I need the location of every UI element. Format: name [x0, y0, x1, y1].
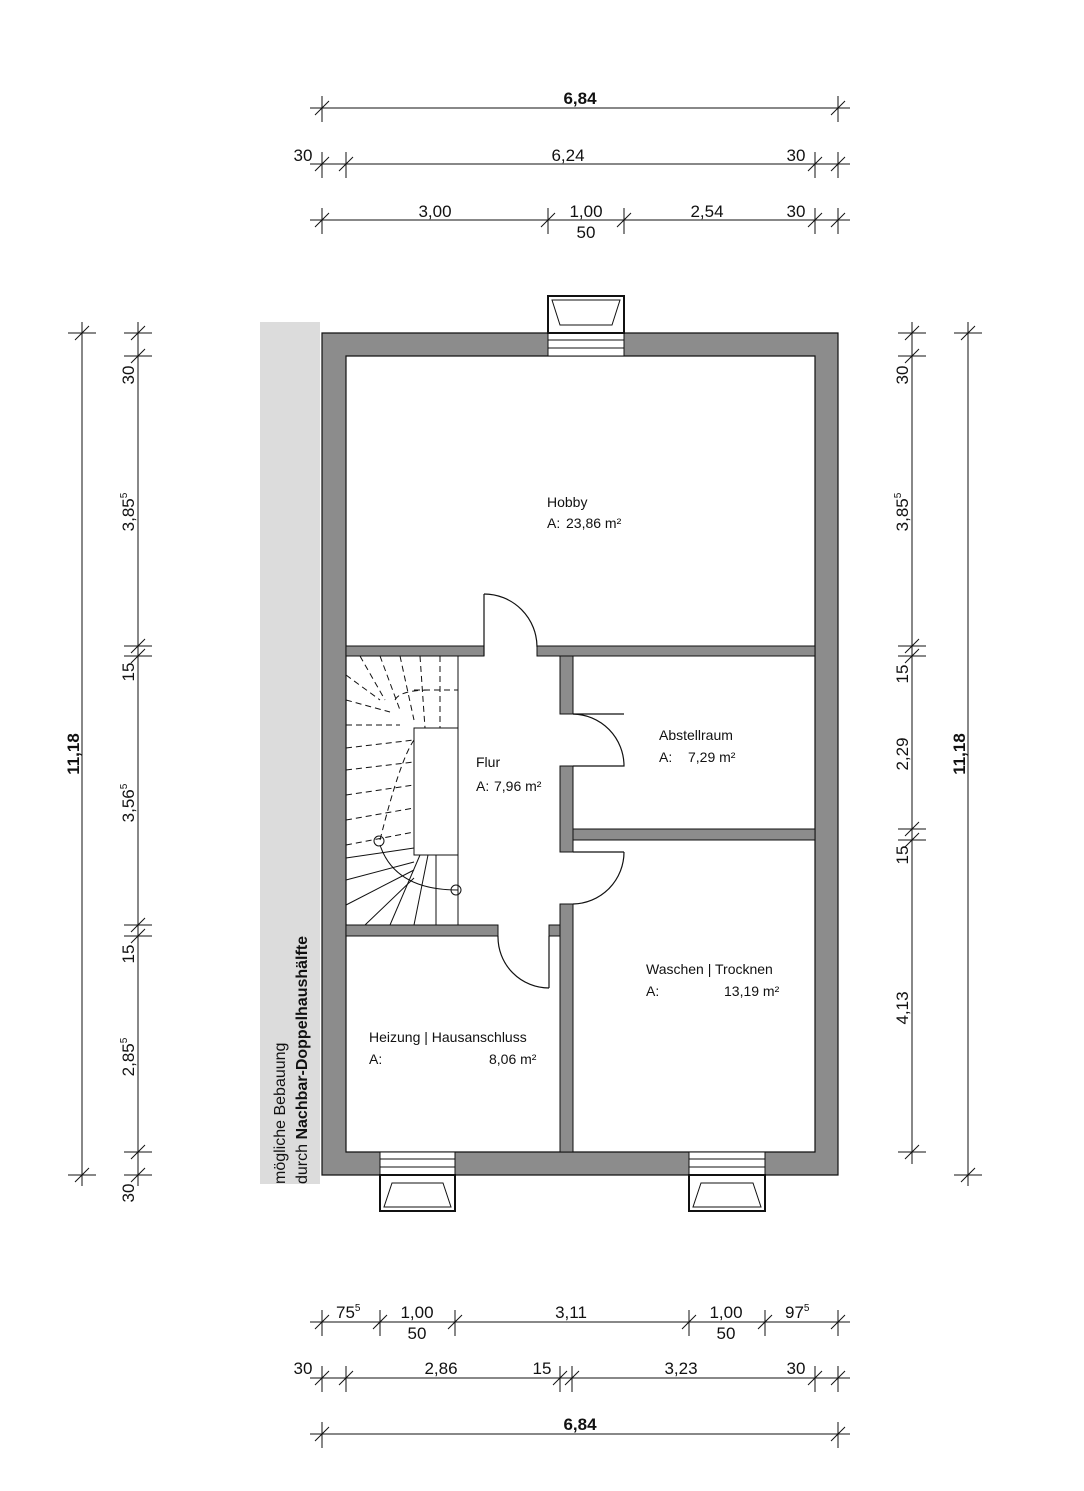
dim-left-c: 15	[119, 663, 138, 682]
dim-top-r3-e: 30	[787, 202, 806, 221]
neighbour-note-prefix: durch	[294, 1140, 311, 1184]
dim-right-total: 11,18	[950, 733, 969, 775]
room-hobby-name: Hobby	[547, 494, 587, 510]
room-abstellraum: Abstellraum A: 7,29 m²	[659, 727, 736, 765]
dim-bottom-r1-e: 1,00	[709, 1303, 742, 1322]
neighbour-note: mögliche Bebauung durch Nachbar-Doppelha…	[272, 936, 311, 1184]
door-waschen	[572, 851, 625, 905]
dims-right	[898, 322, 982, 1186]
dim-top-r3-b: 1,00	[569, 202, 602, 221]
dim-bottom-r1-d: 3,11	[555, 1303, 587, 1322]
neighbour-note-line1: mögliche Bebauung	[272, 1043, 289, 1184]
room-waschen-area: 13,19 m²	[724, 983, 780, 999]
room-waschen-name: Waschen | Trocknen	[646, 961, 773, 977]
dim-bottom-r2-b: 2,86	[424, 1359, 457, 1378]
room-heizung-prefix: A:	[369, 1051, 382, 1067]
dim-top-r3-c: 50	[577, 223, 596, 242]
dim-bottom-r2-c: 15	[533, 1359, 552, 1378]
dims-top	[310, 96, 850, 234]
dim-top-r2-left: 30	[294, 146, 313, 165]
room-hobby-area: 23,86 m²	[566, 515, 622, 531]
room-heizung-area: 8,06 m²	[489, 1051, 537, 1067]
dim-left-e: 15	[119, 945, 138, 964]
dim-top-r2-mid: 6,24	[551, 146, 584, 165]
room-waschen: Waschen | Trocknen A: 13,19 m²	[646, 961, 780, 999]
dim-left-a: 30	[119, 366, 138, 385]
interior-walls	[345, 645, 816, 1153]
room-heizung-name: Heizung | Hausanschluss	[369, 1029, 527, 1045]
window-bottom-left	[379, 1151, 456, 1212]
dim-bottom-r1-b: 1,00	[400, 1303, 433, 1322]
dim-left-f: 2,855	[119, 1037, 138, 1076]
door-hobby	[483, 593, 538, 656]
dim-bottom-r2-e: 30	[787, 1359, 806, 1378]
neighbour-building-strip	[260, 322, 320, 1184]
dim-right-c: 15	[893, 665, 912, 684]
dim-bottom-r1-c: 50	[408, 1324, 427, 1343]
room-flur: Flur A: 7,96 m²	[476, 754, 542, 794]
dim-top-r3-a: 3,00	[418, 202, 451, 221]
dim-top-total: 6,84	[563, 89, 597, 108]
window-bottom-right	[688, 1151, 766, 1212]
neighbour-note-bold: Nachbar-Doppelhaushälfte	[294, 936, 311, 1140]
dims-bottom	[310, 1310, 850, 1448]
door-abstellraum	[572, 713, 625, 767]
dim-right-d: 2,29	[893, 737, 912, 770]
dim-left-b: 3,855	[119, 492, 138, 531]
dim-top-r3-d: 2,54	[690, 202, 723, 221]
room-heizung: Heizung | Hausanschluss A: 8,06 m²	[369, 1029, 537, 1067]
dim-bottom-r2-d: 3,23	[664, 1359, 697, 1378]
room-flur-prefix: A:	[476, 778, 489, 794]
dim-right-e: 15	[893, 846, 912, 865]
dims-left	[68, 322, 152, 1186]
room-abstellraum-area: 7,29 m²	[688, 749, 736, 765]
dim-left-total: 11,18	[64, 733, 83, 775]
room-hobby-prefix: A:	[547, 515, 560, 531]
outer-wall	[321, 332, 839, 1176]
svg-text:durch Nachbar-Doppelhaushälfte: durch Nachbar-Doppelhaushälfte	[294, 936, 311, 1184]
room-waschen-prefix: A:	[646, 983, 659, 999]
door-heizung	[497, 935, 550, 989]
dim-right-b: 3,855	[893, 492, 912, 531]
room-hobby: Hobby A: 23,86 m²	[547, 494, 622, 531]
room-flur-name: Flur	[476, 754, 500, 770]
room-abstellraum-prefix: A:	[659, 749, 672, 765]
dim-right-a: 30	[893, 366, 912, 385]
staircase	[345, 655, 462, 926]
room-abstellraum-name: Abstellraum	[659, 727, 733, 743]
dim-left-d: 3,565	[119, 783, 138, 822]
dim-bottom-total: 6,84	[563, 1415, 597, 1434]
dim-bottom-r2-a: 30	[294, 1359, 313, 1378]
room-flur-area: 7,96 m²	[494, 778, 542, 794]
dim-top-r2-right: 30	[787, 146, 806, 165]
dim-bottom-r1-g: 975	[785, 1303, 810, 1322]
dim-bottom-r1-a: 755	[336, 1303, 361, 1322]
dim-left-g: 30	[119, 1184, 138, 1203]
dim-right-f: 4,13	[893, 991, 912, 1024]
window-top	[547, 295, 625, 357]
dim-bottom-r1-f: 50	[717, 1324, 736, 1343]
